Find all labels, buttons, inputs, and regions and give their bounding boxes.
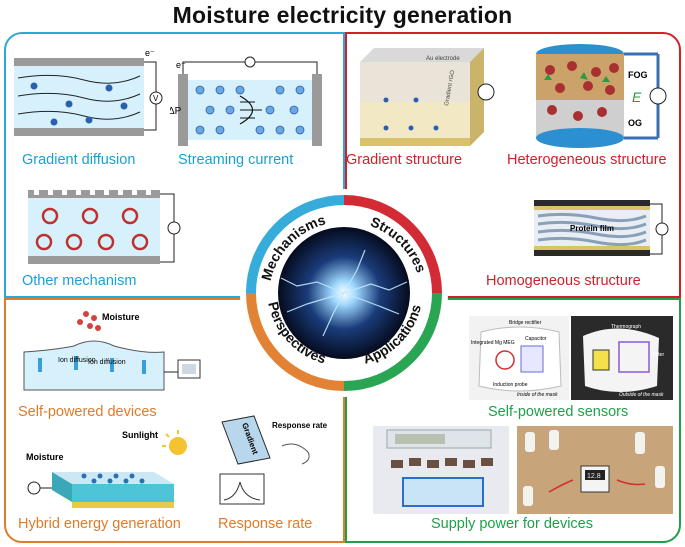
panel-label-heterogeneous-structure: Heterogeneous structure — [507, 152, 667, 168]
svg-text:Ion diffusion: Ion diffusion — [58, 357, 96, 364]
perspectives-quadrant — [4, 298, 345, 543]
panel-label-homogeneous-structure: Homogeneous structure — [486, 273, 641, 289]
svg-text:Au electrode: Au electrode — [426, 56, 460, 62]
panel-label-gradient-diffusion: Gradient diffusion — [22, 152, 136, 168]
panel-label-self-powered-devices: Self-powered devices — [18, 404, 157, 420]
streaming-current-diagram: ΔP e⁻ — [170, 56, 322, 146]
panel-label-response-rate: Response rate — [218, 516, 313, 532]
svg-text:Outside of the mask: Outside of the mask — [619, 392, 664, 398]
svg-text:Thermograph: Thermograph — [611, 324, 641, 330]
hybrid-energy-diagram: Sunlight Moisture — [26, 430, 187, 508]
applications-quadrant — [345, 298, 681, 543]
svg-text:Ion diffusion: Ion diffusion — [88, 359, 126, 366]
homogeneous-structure-diagram: Protein film — [534, 200, 669, 256]
self-powered-devices-diagram: Moisture Ion diffusion Ion diffusion — [23, 311, 201, 391]
svg-text:ΔP: ΔP — [170, 106, 182, 117]
self-powered-sensors-photos: Integrated Mg MEG Bridge rectifier Capac… — [469, 316, 673, 400]
panel-label-other-mechanism: Other mechanism — [22, 273, 137, 289]
lightning-bolts — [280, 249, 408, 337]
svg-text:Capacitor: Capacitor — [525, 336, 547, 342]
gradient-diffusion-diagram: V e⁻ — [14, 48, 163, 136]
mechanisms-quadrant — [4, 32, 345, 298]
svg-text:Sunlight: Sunlight — [122, 430, 158, 440]
svg-text:Filter: Filter — [653, 352, 664, 358]
svg-text:Bridge rectifier: Bridge rectifier — [509, 320, 542, 326]
panel-label-gradient-structure: Gradient structure — [346, 152, 463, 168]
panel-label-hybrid-energy-generation: Hybrid energy generation — [18, 516, 181, 532]
svg-text:e⁻: e⁻ — [176, 60, 186, 70]
svg-text:12.8: 12.8 — [587, 473, 601, 480]
figure-title: Moisture electricity generation — [172, 2, 513, 28]
svg-text:Moisture: Moisture — [102, 312, 140, 322]
svg-text:FOG: FOG — [628, 70, 648, 80]
panel-label-supply-power-for-devices: Supply power for devices — [431, 516, 593, 532]
svg-text:Induction probe: Induction probe — [493, 382, 528, 388]
svg-text:Response rate: Response rate — [272, 421, 328, 430]
svg-text:Integrated Mg MEG: Integrated Mg MEG — [471, 340, 515, 346]
other-mechanism-diagram — [28, 190, 181, 264]
svg-text:Moisture: Moisture — [26, 452, 64, 462]
center-ring: Mechanisms Structures Perspectives Appli… — [240, 189, 448, 397]
gradient-structure-diagram: Au electrode Gradient rGO — [360, 48, 495, 146]
svg-text:E: E — [632, 89, 642, 105]
svg-text:Inside of the mask: Inside of the mask — [517, 392, 558, 398]
svg-text:Protein film: Protein film — [570, 224, 614, 233]
svg-text:e⁻: e⁻ — [145, 48, 155, 58]
svg-text:V: V — [153, 94, 159, 103]
svg-text:OG: OG — [628, 118, 642, 128]
structures-quadrant — [345, 32, 681, 298]
heterogeneous-structure-diagram: FOG OG E — [536, 44, 667, 148]
panel-label-self-powered-sensors: Self-powered sensors — [488, 404, 629, 420]
response-rate-diagram: Gradient Response rate — [219, 415, 328, 505]
panel-label-streaming-current: Streaming current — [178, 152, 294, 168]
supply-power-photos: 12.8 — [373, 426, 673, 514]
